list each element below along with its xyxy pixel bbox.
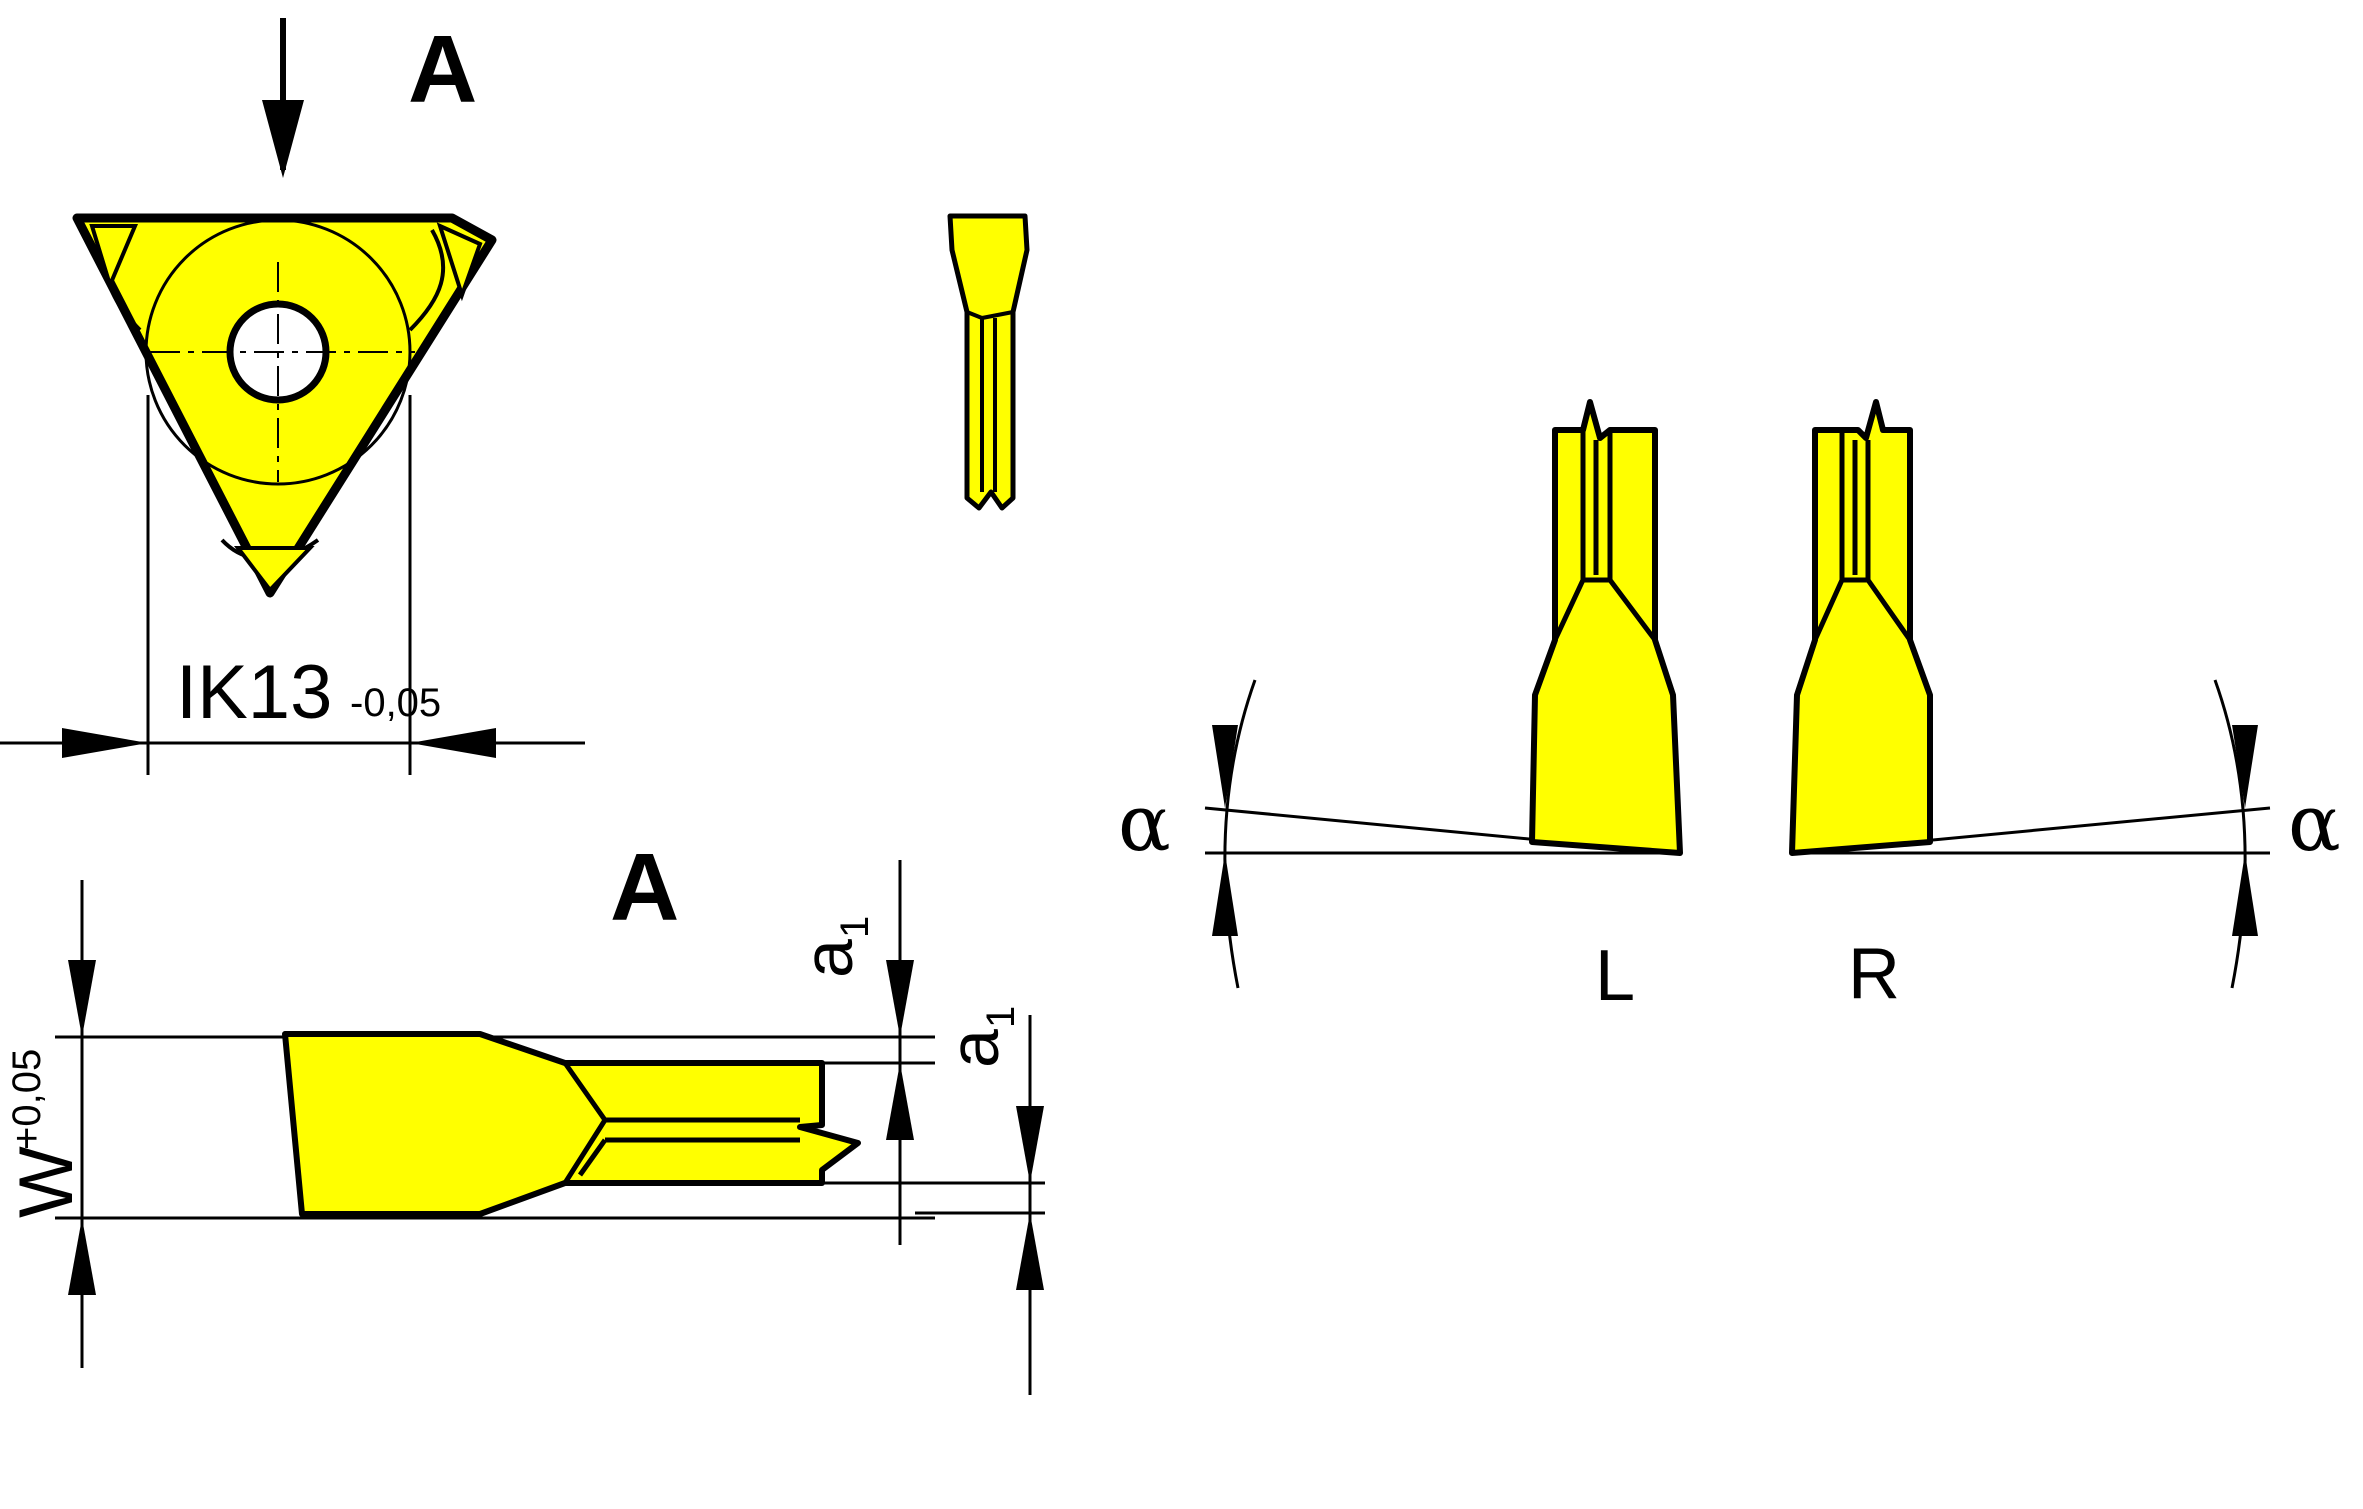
right-hand-label: R (1848, 934, 1900, 1014)
insert-corner-chip-bottom (233, 546, 315, 594)
right-alpha-arc (2213, 679, 2247, 989)
right-alpha-label: α (2288, 779, 2341, 869)
a1-lower-arrow-top (1016, 1106, 1044, 1183)
right-alpha-arrow-bottom (2232, 853, 2258, 936)
triangular-insert-body (72, 213, 497, 598)
w-arrow-top (68, 960, 96, 1037)
left-alpha-arc (1223, 679, 1257, 989)
a1-lower-sub: 1 (979, 1006, 1023, 1028)
insert-front-view: A W +0,05 a 1 a 1 (4, 834, 1045, 1395)
front-view-groove (562, 1061, 800, 1185)
triangular-insert-top-view: A IK13 -0,05 (0, 16, 585, 775)
view-label-front: A (610, 834, 679, 941)
a1-upper-main: a (789, 939, 867, 978)
right-alpha-arrow-top (2232, 725, 2258, 808)
right-hand-insert: α R (1789, 399, 2341, 1014)
a1-upper-arrow-top (886, 960, 914, 1037)
left-insert-groove (1552, 430, 1657, 642)
view-label-top: A (408, 16, 477, 123)
front-view-body (282, 1031, 861, 1217)
ik-arrow-left (62, 728, 148, 758)
right-insert-groove (1812, 430, 1913, 642)
left-hand-label: L (1595, 936, 1635, 1016)
ik-tolerance-label: -0,05 (350, 681, 441, 725)
insert-corner-chip-right (436, 222, 483, 302)
ik-arrow-right (410, 728, 496, 758)
left-alpha-arrow-bottom (1212, 853, 1238, 936)
a1-lower-arrow-bottom (1016, 1213, 1044, 1290)
side-view-body (947, 213, 1030, 511)
a1-upper-sub: 1 (833, 916, 877, 938)
ik-dimension-label: IK13 (176, 650, 332, 735)
left-alpha-arrow-top (1212, 725, 1238, 808)
left-alpha-label: α (1118, 779, 1171, 869)
view-direction-arrow-head (262, 100, 304, 178)
w-arrow-bottom (68, 1218, 96, 1295)
right-insert-body (1789, 399, 1933, 856)
w-tolerance-label: +0,05 (5, 1049, 49, 1150)
side-view-groove (966, 310, 1014, 492)
insert-side-view (947, 213, 1030, 511)
w-dimension-symbol: W (4, 1146, 89, 1218)
left-hand-insert: α L (1118, 399, 1683, 1016)
left-insert-body (1529, 399, 1683, 856)
a1-upper-arrow-bottom (886, 1063, 914, 1140)
insert-corner-chip-left (89, 224, 139, 291)
a1-lower-main: a (935, 1029, 1013, 1068)
